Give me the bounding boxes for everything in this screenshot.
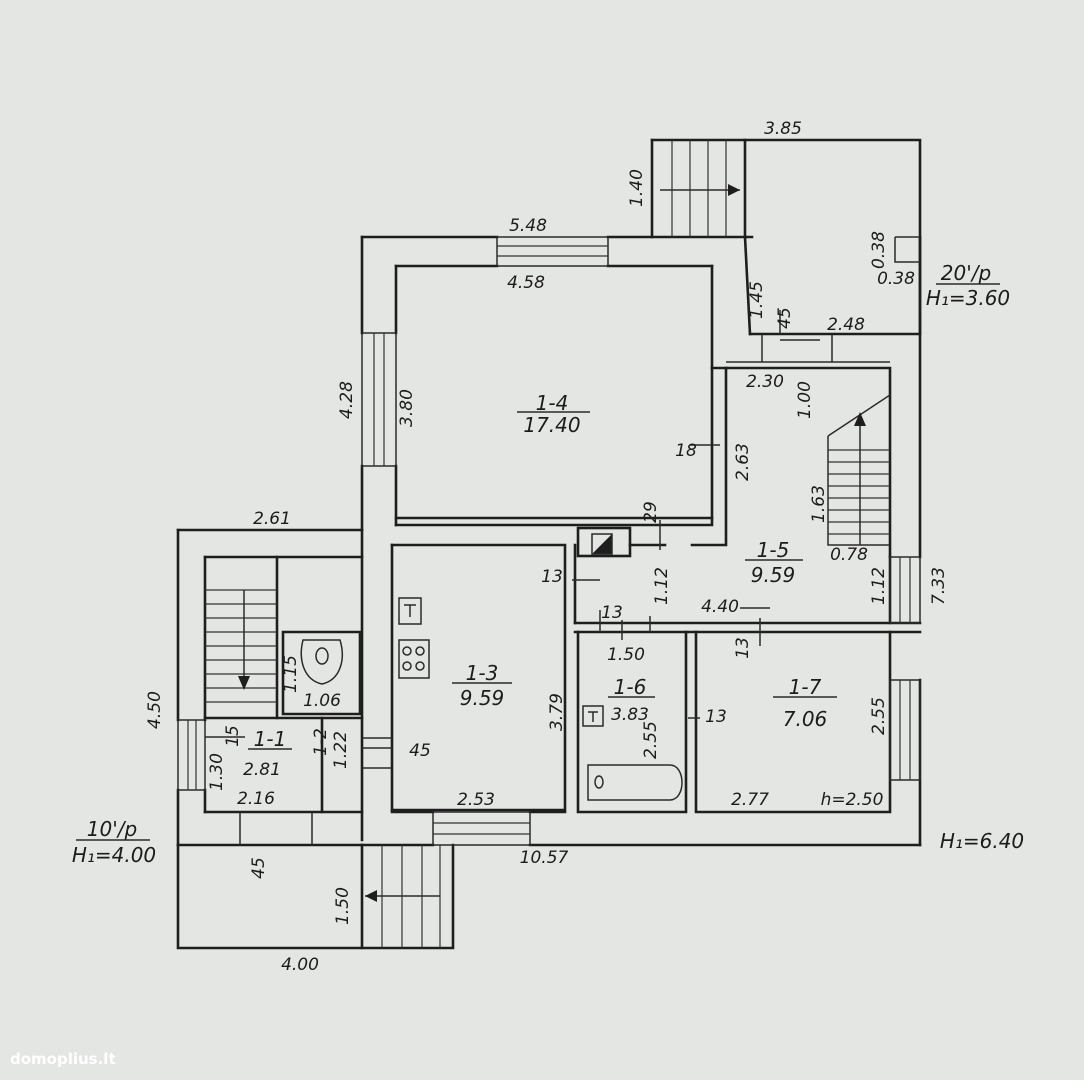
windows [177,236,921,846]
room-1-4-id: 1-4 [536,391,569,415]
dim-1-00: 1.00 [795,381,815,419]
dim-13-a: 13 [541,567,563,587]
walls [176,235,922,847]
dim-1-50-b: 1.50 [333,887,353,925]
dim-1-22: 1.22 [331,731,351,769]
dim-2-55-a: 2.55 [641,721,661,759]
porch-10-height: H₁=4.00 [72,843,156,867]
room-1-3-area: 9.59 [460,686,505,710]
dim-1-40: 1.40 [627,169,647,207]
dim-4-28: 4.28 [337,381,357,419]
building-height: H₁=6.40 [940,829,1024,853]
room-1-2-id: 1-2 [311,728,331,756]
room-1-7-area: 7.06 [783,707,828,731]
dimension-labels: 3.85 1.40 5.48 4.58 0.38 0.38 1.45 45 2.… [145,119,949,975]
dim-2-63: 2.63 [733,443,753,481]
dim-1-50-a: 1.50 [607,645,645,665]
watermark: domoplius.lt [10,1050,116,1068]
room-1-6-id: 1-6 [614,675,647,699]
room-labels: 1-4 17.40 1-5 9.59 1-3 9.59 1-6 3.83 1-7… [243,391,837,780]
fixtures [300,533,683,801]
dim-1-15: 1.15 [281,655,301,693]
porch-labels: 20'/p H₁=3.60 10'/p H₁=4.00 H₁=6.40 [72,261,1024,867]
dim-45-mid: 45 [409,741,431,761]
dim-0-78: 0.78 [830,545,868,565]
dim-13-c: 13 [733,637,753,659]
room-1-1-id: 1-1 [254,727,287,751]
dim-7-33: 7.33 [929,567,949,605]
dim-1-45: 1.45 [747,281,767,319]
stairs [205,394,891,703]
dim-13-b: 13 [601,603,623,623]
dim-45-bottom: 45 [249,857,269,879]
room-1-1-area: 2.81 [243,760,281,780]
dim-4-40: 4.40 [701,597,739,617]
room-1-4-area: 17.40 [523,413,580,437]
porch-20 [650,138,922,363]
dim-2-48: 2.48 [827,315,865,335]
dim-5-48: 5.48 [509,216,547,236]
room-1-7-id: 1-7 [789,675,822,699]
dim-3-85: 3.85 [764,119,802,139]
dim-2-55-b: 2.55 [869,697,889,735]
dim-1-12-a: 1.12 [652,567,672,605]
room-1-6-area: 3.83 [611,705,649,725]
dim-0-38-h: 0.38 [877,269,915,289]
porch-20-height: H₁=3.60 [926,286,1010,310]
dim-1-30: 1.30 [207,753,227,791]
dim-2-61: 2.61 [253,509,291,529]
dim-3-79: 3.79 [547,693,567,731]
dim-1-63: 1.63 [809,485,829,523]
dim-15: 15 [223,725,243,747]
dim-3-80: 3.80 [397,389,417,427]
porch-10 [176,843,455,950]
dim-4-00: 4.00 [281,955,319,975]
dim-1-06: 1.06 [303,691,341,711]
dim-1-12-b: 1.12 [869,567,889,605]
dim-10-57: 10.57 [520,848,569,868]
dim-45-top: 45 [775,307,795,329]
room-1-5-id: 1-5 [757,538,790,562]
dim-2-77: 2.77 [731,790,769,810]
dim-4-50: 4.50 [145,691,165,729]
dim-0-38-v: 0.38 [869,231,889,269]
dim-2-16: 2.16 [237,789,275,809]
dim-h-2-50: h=2.50 [821,790,884,810]
dimension-ticks [205,310,820,769]
dim-29: 29 [641,501,661,523]
dim-2-30: 2.30 [746,372,784,392]
dim-13-d: 13 [705,707,727,727]
porch-20-name: 20'/p [941,261,991,285]
dim-18: 18 [675,441,697,461]
room-1-3-id: 1-3 [466,661,499,685]
dim-2-53: 2.53 [457,790,495,810]
room-1-5-area: 9.59 [751,563,796,587]
porch-10-name: 10'/p [87,817,137,841]
dim-4-58: 4.58 [507,273,545,293]
